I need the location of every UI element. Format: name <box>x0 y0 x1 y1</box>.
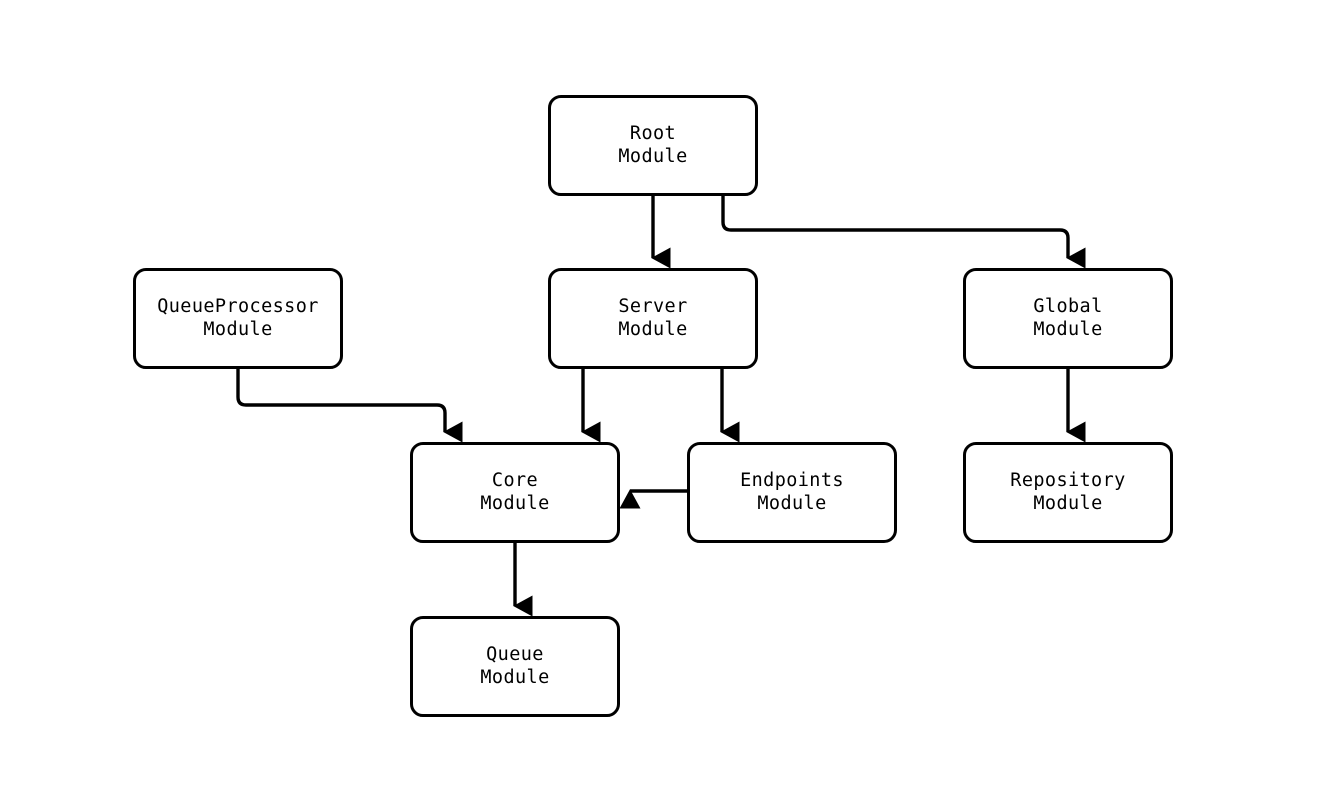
edges-group <box>236 196 1086 617</box>
node-server-subtitle: Module <box>618 318 688 340</box>
node-global-title: Global <box>1033 295 1103 317</box>
node-global-subtitle: Module <box>1033 318 1103 340</box>
node-root-title: Root <box>629 122 677 144</box>
node-queueprocessor-title: QueueProcessor <box>157 295 319 317</box>
node-repository-subtitle: Module <box>1033 492 1103 514</box>
node-root-subtitle: Module <box>618 145 688 167</box>
node-queueprocessor-subtitle: Module <box>203 318 273 340</box>
node-queue-subtitle: Module <box>480 666 550 688</box>
node-queue-title: Queue <box>486 643 544 665</box>
node-repository-title: Repository <box>1010 469 1126 491</box>
node-core-title: Core <box>491 469 539 491</box>
edge-root-global <box>721 196 1086 269</box>
edge-queueprocessor-core <box>236 369 463 443</box>
node-core-subtitle: Module <box>480 492 550 514</box>
node-server-title: Server <box>618 295 688 317</box>
node-endpoints-subtitle: Module <box>757 492 827 514</box>
node-endpoints-title: Endpoints <box>740 469 844 491</box>
